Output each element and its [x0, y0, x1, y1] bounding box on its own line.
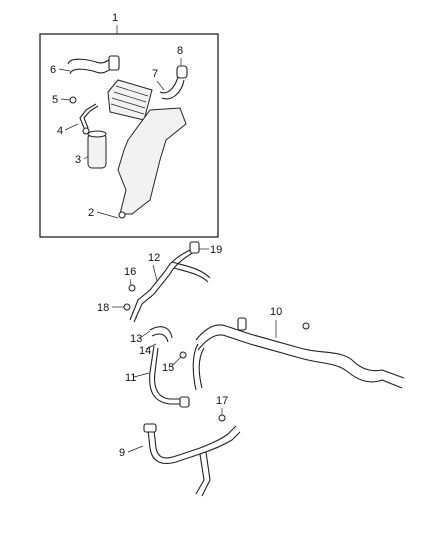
hose-clamp-6 — [108, 55, 120, 71]
bolt-5 — [69, 96, 77, 104]
bolt-18 — [123, 303, 131, 311]
bolt-16 — [128, 284, 136, 292]
callout-3: 3 — [75, 154, 81, 166]
canister-cap-3 — [87, 130, 107, 138]
callout-1: 1 — [112, 12, 118, 24]
callout-14: 14 — [139, 345, 151, 357]
connector-8 — [176, 65, 188, 79]
hose-11-end — [179, 396, 190, 408]
bolt-17 — [218, 414, 226, 422]
hose-9-branch — [195, 451, 211, 497]
coolant-hose-6 — [67, 57, 114, 75]
callout-19: 19 — [210, 244, 222, 256]
callout-2: 2 — [88, 207, 94, 219]
callout-6: 6 — [50, 64, 56, 76]
callout-4: 4 — [57, 125, 63, 137]
canister-3 — [87, 133, 107, 169]
hose-10-fitting — [237, 317, 247, 331]
hose-10 — [195, 324, 405, 389]
callout-10: 10 — [270, 306, 282, 318]
assembly-frame — [39, 33, 219, 238]
callout-9: 9 — [119, 447, 125, 459]
leader-lines — [58, 25, 277, 453]
bracket-2 — [117, 107, 187, 215]
callout-7: 7 — [152, 68, 158, 80]
callout-17: 17 — [216, 395, 228, 407]
cooler-core — [107, 79, 153, 121]
callout-8: 8 — [177, 45, 183, 57]
hose-10-drop — [192, 343, 205, 391]
hose-9 — [147, 425, 241, 465]
tube-4 — [79, 103, 99, 129]
fitting-19 — [189, 241, 200, 254]
hose-7 — [159, 75, 185, 100]
callout-11: 11 — [125, 372, 136, 384]
hose-9-end — [143, 423, 157, 433]
callout-13: 13 — [130, 333, 142, 345]
hose-11 — [149, 345, 182, 405]
bracket-bolt-2 — [118, 211, 126, 219]
tube-fitting-4 — [82, 127, 90, 135]
bolt-15 — [179, 351, 187, 359]
tube-12 — [129, 249, 195, 323]
hose-13 — [149, 326, 173, 343]
callout-12: 12 — [148, 252, 160, 264]
callout-15: 15 — [162, 362, 174, 374]
callout-16: 16 — [124, 266, 136, 278]
callout-18: 18 — [97, 302, 109, 314]
bolt-10 — [302, 322, 310, 330]
callout-5: 5 — [52, 94, 58, 106]
tube-19-branch — [171, 261, 211, 283]
